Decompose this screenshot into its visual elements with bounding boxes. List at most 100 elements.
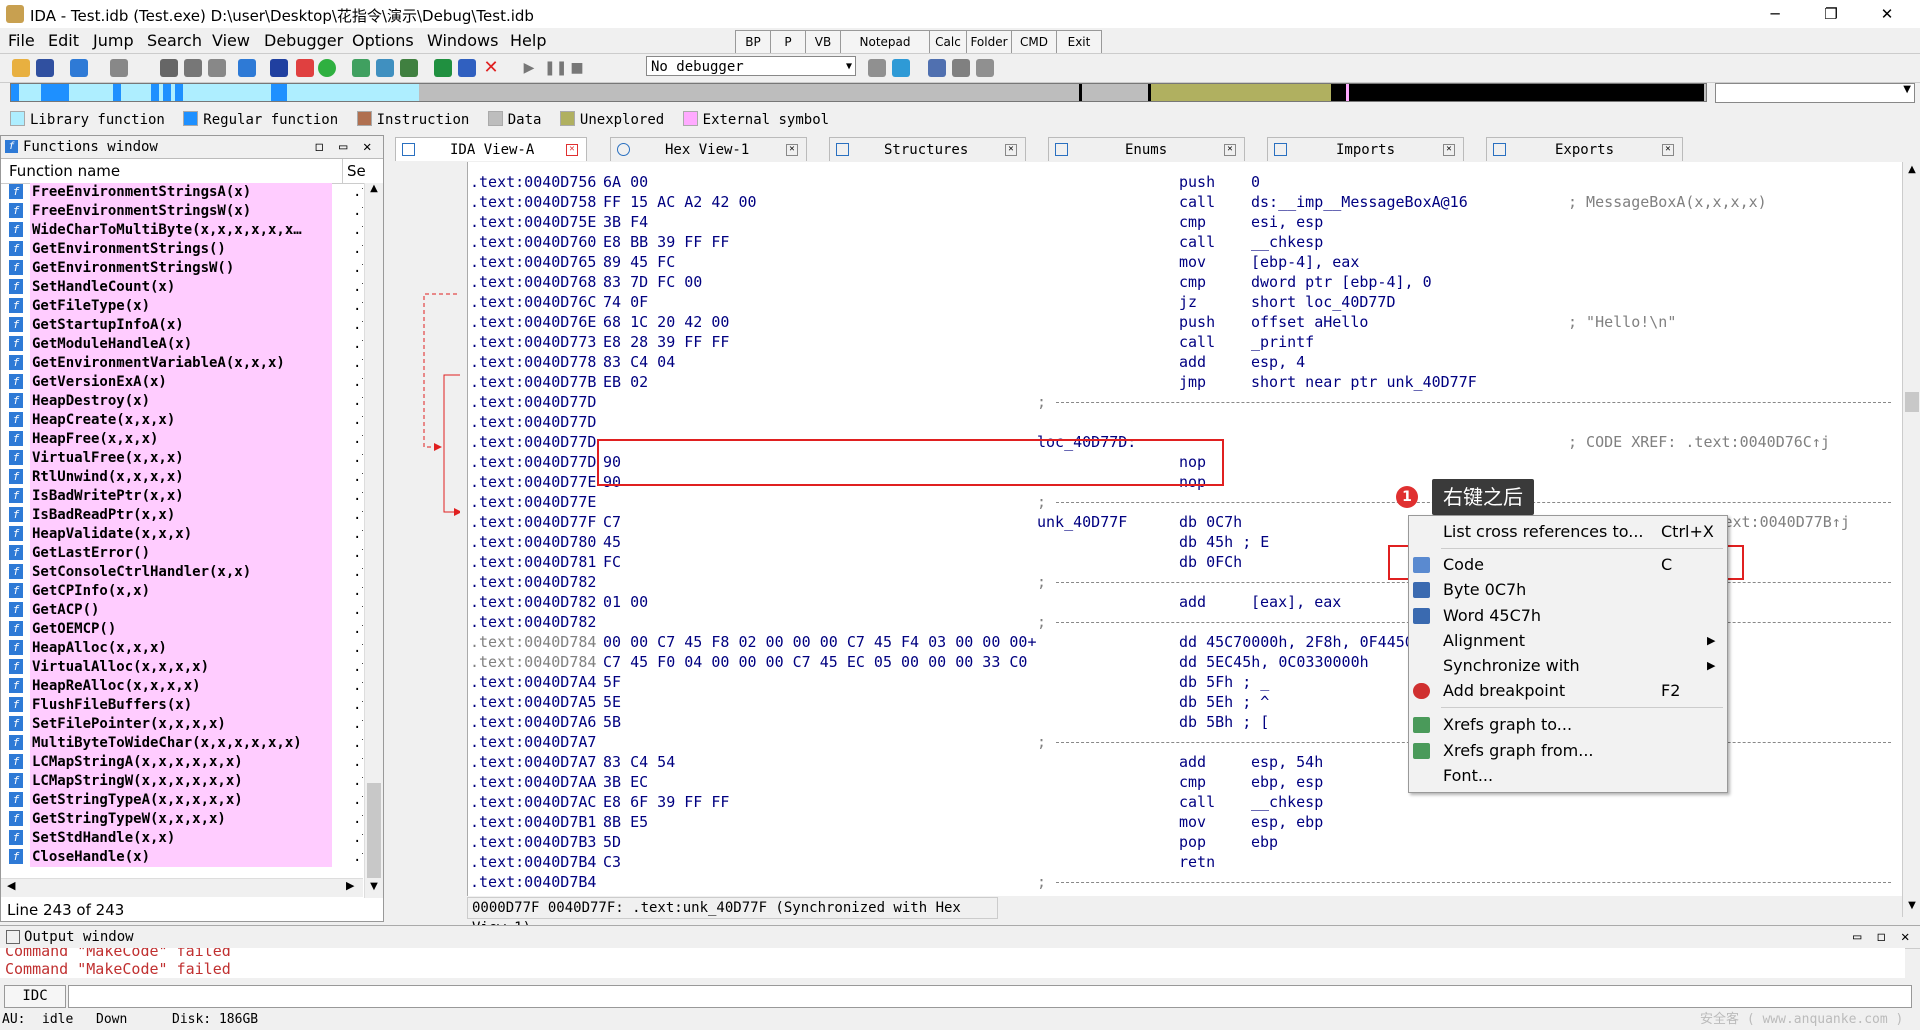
float-icon[interactable]: ▭ (339, 139, 348, 155)
menu-item-synchronize[interactable]: Synchronize with▶ (1409, 654, 1727, 678)
functions-scrollbar[interactable]: ▲ ▼ (364, 183, 383, 898)
tab-enums[interactable]: Enums ✕ (1048, 137, 1245, 161)
menu-debugger[interactable]: Debugger (264, 31, 344, 50)
disasm-scroll-thumb[interactable] (1905, 392, 1919, 412)
green-circle-icon[interactable] (318, 59, 336, 77)
list-icon[interactable] (270, 59, 288, 77)
bp-button[interactable]: BP (735, 30, 771, 54)
save-icon[interactable] (36, 59, 54, 77)
tab-close-icon[interactable]: ✕ (786, 144, 798, 156)
menu-help[interactable]: Help (510, 31, 547, 50)
restore-icon[interactable]: ◻ (315, 139, 324, 155)
tab-close-icon[interactable]: ✕ (1224, 144, 1236, 156)
menu-item-xrefs-graph-from[interactable]: Xrefs graph from... (1409, 739, 1727, 763)
close-icon[interactable]: ✕ (1901, 929, 1910, 945)
tab-structures[interactable]: Structures ✕ (829, 137, 1026, 161)
play-icon[interactable]: ▶ (523, 60, 535, 76)
scroll-right-icon[interactable]: ▶ (346, 879, 355, 892)
idc-input[interactable] (68, 985, 1912, 1008)
trace-options-icon[interactable] (976, 59, 994, 77)
idc-button[interactable]: IDC (4, 985, 66, 1008)
scroll-up-icon[interactable]: ▲ (1908, 164, 1916, 175)
close-icon[interactable]: ✕ (363, 139, 372, 155)
menu-item-byte[interactable]: Byte 0C7h (1409, 578, 1727, 602)
down-arrow-icon[interactable] (238, 59, 256, 77)
p-button[interactable]: P (770, 30, 806, 54)
debugger-select[interactable]: No debugger ▼ (646, 56, 856, 76)
folder-button[interactable]: Folder (966, 30, 1012, 54)
menu-item-font[interactable]: Font... (1443, 766, 1494, 785)
tab-imports[interactable]: Imports ✕ (1267, 137, 1464, 161)
disasm-line[interactable]: .text:0040D7B4; (468, 872, 1903, 892)
disasm-scrollbar[interactable]: ▲ ▼ (1902, 162, 1920, 917)
menu-view[interactable]: View (212, 31, 250, 50)
pause-icon[interactable]: ❚❚ (544, 60, 568, 76)
menu-options[interactable]: Options (352, 31, 414, 50)
dbg-option-icon[interactable] (868, 59, 886, 77)
process-icon[interactable] (458, 59, 476, 77)
tab-ida-view-a[interactable]: IDA View-A ✕ (395, 137, 587, 161)
back-arrow-icon[interactable] (70, 59, 88, 77)
calc-button[interactable]: Calc (929, 30, 967, 54)
menu-item-list-xrefs[interactable]: List cross references to...Ctrl+X (1443, 522, 1714, 541)
close-x-icon[interactable]: ✕ (483, 57, 499, 78)
tab-close-icon[interactable]: ✕ (1005, 144, 1017, 156)
menu-file[interactable]: File (8, 31, 35, 50)
tab-close-icon[interactable]: ✕ (566, 144, 578, 156)
forward-arrow-icon[interactable] (110, 59, 128, 77)
exit-button[interactable]: Exit (1056, 30, 1102, 54)
navigation-combo[interactable]: ▼ (1715, 83, 1915, 103)
attach-icon[interactable] (434, 59, 452, 77)
tab-exports[interactable]: Exports ✕ (1486, 137, 1683, 161)
search-binary-icon[interactable] (208, 59, 226, 77)
disasm-line[interactable]: .text:0040D77E; (468, 492, 1903, 512)
trace-icon[interactable] (928, 59, 946, 77)
trace-step-icon[interactable] (952, 59, 970, 77)
